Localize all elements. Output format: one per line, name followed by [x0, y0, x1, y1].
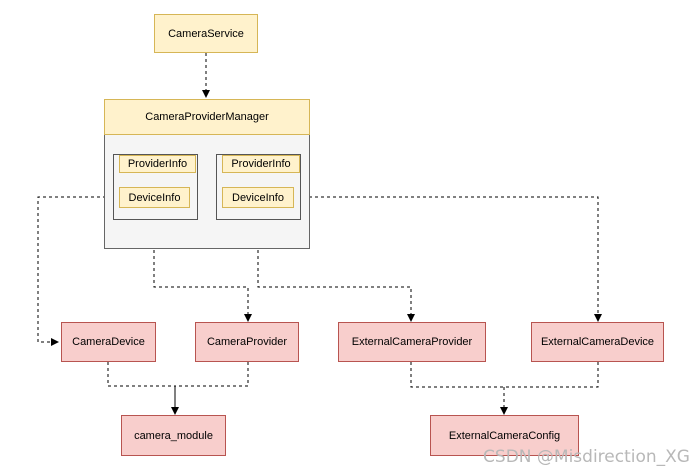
edge-deviceinfo2-to-externaldevice [297, 196, 602, 322]
camera-module-label: camera_module [134, 429, 213, 442]
camera-device-label: CameraDevice [72, 336, 145, 348]
device-info-1-label: DeviceInfo [128, 191, 181, 204]
camera-provider-manager-label: CameraProviderManager [145, 111, 269, 123]
external-camera-device-node: ExternalCameraDevice [531, 322, 664, 362]
camera-provider-manager-header: CameraProviderManager [104, 99, 310, 135]
external-camera-config-node: ExternalCameraConfig [430, 415, 579, 456]
camera-provider-node: CameraProvider [195, 322, 299, 362]
device-info-2-node: DeviceInfo [222, 187, 294, 208]
provider-info-1-node: ProviderInfo [119, 155, 196, 173]
camera-service-node: CameraService [154, 14, 258, 53]
edge-cameradevice-to-merge [107, 362, 175, 387]
external-camera-provider-label: ExternalCameraProvider [351, 336, 473, 348]
provider-info-1-label: ProviderInfo [127, 158, 188, 170]
edge-cameraprovider-to-merge [175, 362, 249, 387]
provider-info-2-node: ProviderInfo [222, 155, 300, 173]
external-camera-config-label: ExternalCameraConfig [448, 429, 561, 442]
device-info-2-label: DeviceInfo [232, 191, 284, 204]
camera-provider-label: CameraProvider [206, 336, 288, 348]
device-info-1-node: DeviceInfo [119, 187, 190, 208]
camera-service-label: CameraService [168, 27, 244, 40]
edge-deviceinfo1-to-cameraprovider [153, 220, 252, 322]
edge-externaldevice-to-merge [504, 362, 599, 388]
camera-module-node: camera_module [121, 415, 226, 456]
watermark-text: CSDN @Misdirection_XG [483, 447, 690, 467]
edge-deviceinfo1-to-cameradevice [37, 196, 118, 346]
edge-deviceinfo2-to-externalprovider [257, 220, 415, 322]
provider-info-2-label: ProviderInfo [231, 158, 291, 170]
external-camera-device-label: ExternalCameraDevice [540, 336, 655, 348]
camera-device-node: CameraDevice [61, 322, 156, 362]
edge-externalprovider-to-merge [410, 362, 504, 388]
external-camera-provider-node: ExternalCameraProvider [338, 322, 486, 362]
